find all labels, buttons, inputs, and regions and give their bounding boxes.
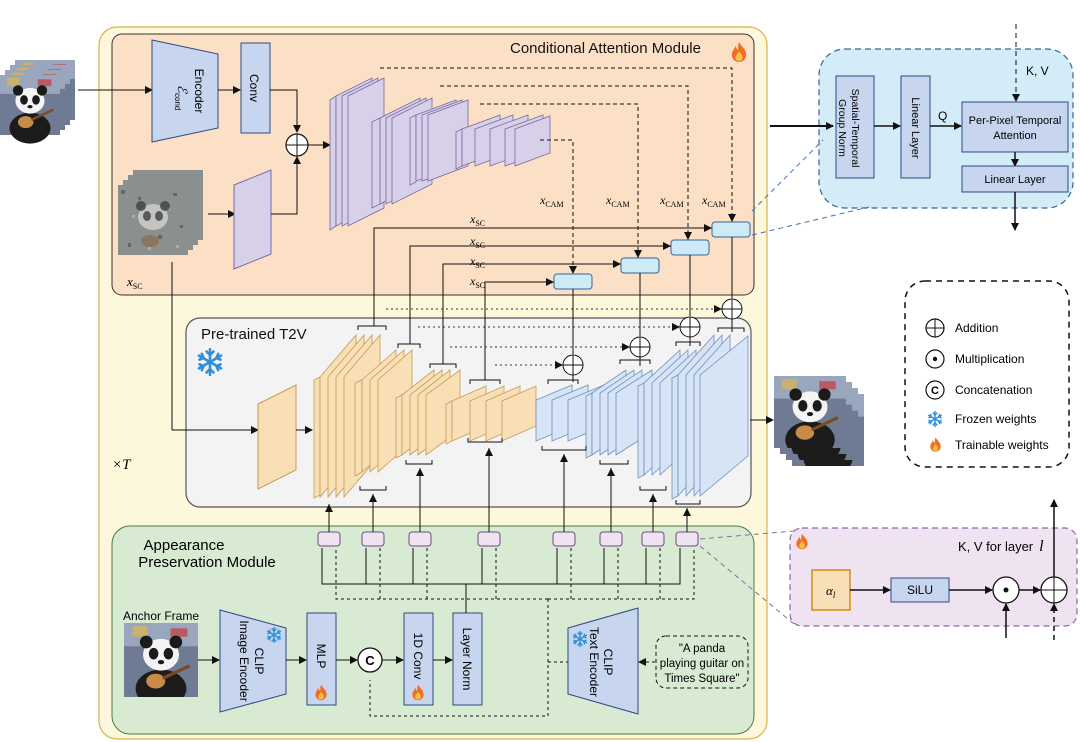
svg-text:C: C: [931, 385, 939, 397]
group-norm-label-2: Group Norm: [836, 99, 848, 157]
noisy-input-stack: [118, 170, 203, 255]
prompt-line-2: playing guitar on: [660, 658, 744, 670]
encoder-subscript: cond: [173, 93, 182, 110]
output-video-stack: [774, 376, 864, 466]
zoom-kv-label: K, V: [1026, 64, 1049, 78]
kv-multiplication-circle: [992, 576, 1020, 604]
legend-panel: [904, 280, 1070, 468]
mlp-label: MLP: [314, 644, 328, 669]
group-norm-label-1: Spatial-Temporal: [849, 89, 861, 168]
apm-title-line1: Appearance: [144, 537, 225, 554]
conv1d-label: 1D Conv: [411, 633, 425, 680]
xcam-label-3: xCAM: [659, 193, 684, 209]
attention-label-2: Attention: [993, 130, 1036, 142]
legend-concatenation: Concatenation: [955, 383, 1032, 397]
encoder-label: Encoder: [192, 69, 206, 114]
legend-trainable: Trainable weights: [955, 438, 1049, 452]
linear-layer-label: Linear Layer: [909, 97, 921, 158]
conv-label: Conv: [247, 74, 261, 102]
xcam-label-2: xCAM: [605, 193, 630, 209]
input-video-stack: [0, 60, 75, 144]
t2v-title: Pre-trained T2V: [201, 326, 307, 343]
cam-title: Conditional Attention Module: [510, 40, 701, 57]
prompt-box: [655, 635, 749, 689]
apm-tokens: [317, 531, 699, 547]
xcam-label-4: xCAM: [701, 193, 726, 209]
legend-multiplication: Multiplication: [955, 352, 1024, 366]
legend-addition-icon: [925, 318, 945, 338]
alpha-label: αl: [826, 583, 836, 600]
xcam-label-1: xCAM: [539, 193, 564, 209]
xsc-label-3: xSC: [469, 254, 485, 270]
clip-image-label-1: CLIP: [252, 648, 266, 675]
t2v-decoder-stack: [535, 333, 749, 500]
apm-title-line2: Preservation Module: [138, 554, 276, 571]
cam-latent-block: [233, 169, 272, 270]
t2v-latent-block: [257, 384, 297, 490]
clip-image-label-2: Image Encoder: [237, 620, 251, 701]
legend-concatenation-icon: C: [925, 380, 945, 400]
clip-text-label-1: CLIP: [601, 649, 615, 676]
silu-label: SiLU: [907, 583, 933, 597]
linear-layer-out-block: [961, 165, 1069, 193]
prompt-line-3: Times Square": [664, 673, 739, 685]
xsc-label-1: xSC: [469, 212, 485, 228]
xsc-label-2: xSC: [469, 234, 485, 250]
times-t-label: ×T: [112, 457, 132, 473]
cam-addition-circle: [285, 133, 309, 157]
legend-addition: Addition: [955, 321, 998, 335]
xsc-label-input: xSC: [126, 274, 143, 291]
clip-image-encoder: [219, 609, 287, 713]
alpha-block: [811, 569, 851, 611]
group-norm-block: [835, 75, 875, 179]
encoder-block: [151, 39, 219, 143]
silu-block: [890, 577, 950, 603]
clip-text-encoder: [567, 607, 639, 715]
legend-multiplication-icon: [925, 349, 945, 369]
zoom-q-label: Q: [938, 109, 947, 123]
concat-circle: C: [357, 647, 383, 673]
linear-layer-block: [900, 75, 931, 179]
t2v-encoder-stack: [313, 333, 537, 499]
layer-norm-label: Layer Norm: [460, 628, 474, 691]
attention-label-1: Per-Pixel Temporal: [969, 115, 1062, 127]
cam-encoder-stack: [329, 77, 551, 231]
legend-frozen: Frozen weights: [955, 412, 1036, 426]
xsc-label-4: xSC: [469, 274, 485, 290]
conv-block: [240, 42, 271, 134]
layer-norm-block: [452, 612, 483, 706]
linear-layer-out-label: Linear Layer: [984, 174, 1045, 186]
temporal-attention-block: [961, 101, 1069, 153]
anchor-frame-image: [124, 623, 198, 697]
svg-text:C: C: [365, 653, 375, 668]
encoder-symbol: ℰ: [175, 85, 190, 94]
kv-addition-circle: [1040, 576, 1068, 604]
anchor-frame-label: Anchor Frame: [123, 609, 199, 623]
prompt-line-1: "A panda: [679, 643, 726, 655]
cam-attention-blocks: [553, 221, 751, 290]
clip-text-label-2: Text Encoder: [587, 627, 601, 697]
